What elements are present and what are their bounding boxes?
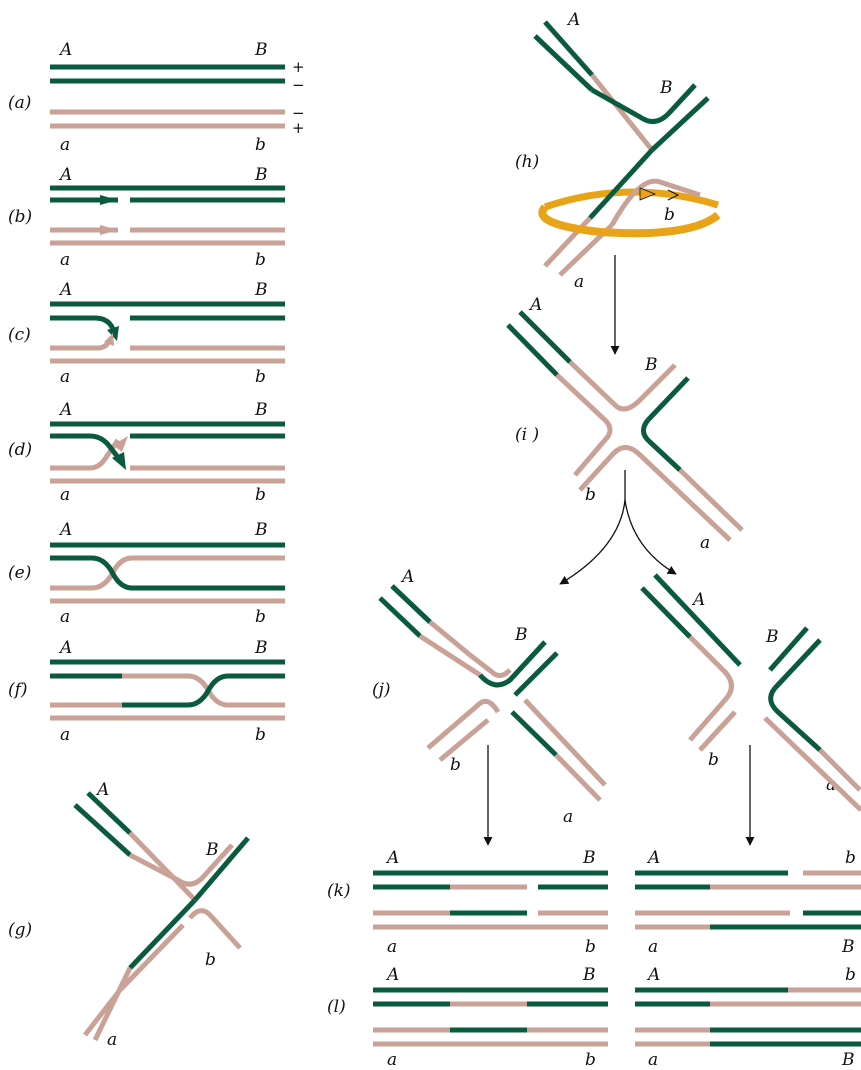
panel-label-i: (i ) bbox=[515, 425, 539, 445]
label-A: A bbox=[528, 295, 542, 315]
label-A: A bbox=[58, 638, 72, 658]
label-a: a bbox=[60, 367, 70, 387]
label-B: B bbox=[254, 280, 268, 300]
panel-label-e: (e) bbox=[8, 563, 31, 583]
panel-l-left: (l) A B a b bbox=[327, 965, 608, 1070]
label-B: B bbox=[644, 355, 658, 375]
label-a: a bbox=[60, 725, 70, 745]
label-b: b bbox=[255, 250, 266, 270]
label-a: a bbox=[387, 937, 397, 957]
label-A: A bbox=[566, 10, 580, 30]
panel-label-j: (j) bbox=[372, 680, 391, 700]
label-b: b bbox=[585, 1050, 596, 1070]
label-a: a bbox=[107, 1030, 117, 1050]
label-A: A bbox=[58, 520, 72, 540]
label-b: b bbox=[255, 367, 266, 387]
label-A: A bbox=[58, 40, 72, 60]
panel-b: (b) A B a b bbox=[8, 165, 285, 270]
label-b: b bbox=[255, 607, 266, 627]
nick-arrow-icon bbox=[100, 195, 118, 205]
label-b: b bbox=[585, 485, 596, 505]
label-a: a bbox=[60, 250, 70, 270]
panel-c: (c) A B a b bbox=[8, 280, 285, 387]
label-a: a bbox=[387, 1050, 397, 1070]
label-A: A bbox=[95, 780, 109, 800]
label-A: A bbox=[385, 848, 399, 868]
label-a: a bbox=[60, 485, 70, 505]
label-A: A bbox=[58, 400, 72, 420]
panel-e: (e) A B a b bbox=[8, 520, 285, 627]
label-b: b bbox=[255, 485, 266, 505]
label-A: A bbox=[400, 567, 414, 587]
step-arrow bbox=[559, 470, 626, 585]
panel-k-left: (k) A B a b bbox=[327, 848, 608, 957]
label-a: a bbox=[826, 775, 836, 795]
label-A: A bbox=[58, 165, 72, 185]
panel-label-l: (l) bbox=[327, 997, 346, 1017]
nick-arrow-icon bbox=[100, 225, 118, 235]
panel-a: (a) A B a b + − − + bbox=[8, 40, 305, 155]
panel-label-a: (a) bbox=[8, 93, 31, 113]
rotation-arrow-icon bbox=[639, 187, 657, 201]
label-b: b bbox=[845, 848, 856, 868]
label-B: B bbox=[254, 400, 268, 420]
strand-sign-minus: − bbox=[292, 104, 305, 122]
label-b: b bbox=[255, 725, 266, 745]
label-B: B bbox=[765, 627, 779, 647]
label-b: b bbox=[664, 205, 675, 225]
panel-l-right: A b a B bbox=[635, 965, 861, 1070]
panel-g: (g) A B b a bbox=[8, 780, 250, 1050]
panel-label-c: (c) bbox=[8, 325, 31, 345]
panel-d: (d) A B a b bbox=[8, 400, 285, 505]
label-B: B bbox=[254, 638, 268, 658]
panel-label-h: (h) bbox=[515, 152, 539, 172]
panel-f: (f) A B a b bbox=[8, 638, 285, 745]
label-b: b bbox=[585, 937, 596, 957]
strand-sign-minus: − bbox=[292, 76, 305, 94]
label-A: A bbox=[58, 280, 72, 300]
strand-sign-plus: + bbox=[292, 119, 305, 137]
panel-i: (i ) A B b a bbox=[506, 295, 744, 553]
panel-j-left: (j) A B b a bbox=[372, 567, 607, 827]
label-B: B bbox=[841, 1050, 855, 1070]
panel-label-b: (b) bbox=[8, 207, 32, 227]
rotation-ring bbox=[543, 188, 720, 211]
label-B: B bbox=[254, 165, 268, 185]
panel-k-right: A b a B bbox=[635, 848, 861, 957]
label-a: a bbox=[60, 607, 70, 627]
panel-label-d: (d) bbox=[8, 440, 32, 460]
label-a: a bbox=[574, 272, 584, 292]
label-B: B bbox=[205, 840, 219, 860]
label-B: B bbox=[254, 520, 268, 540]
panel-label-k: (k) bbox=[327, 881, 351, 901]
panel-label-f: (f) bbox=[8, 680, 28, 700]
label-A: A bbox=[691, 590, 705, 610]
label-a: a bbox=[648, 1050, 658, 1070]
panel-h: (h) A B b a bbox=[515, 10, 721, 292]
label-a: a bbox=[648, 937, 658, 957]
label-B: B bbox=[254, 40, 268, 60]
label-b: b bbox=[845, 965, 856, 985]
label-A: A bbox=[385, 965, 399, 985]
label-a: a bbox=[700, 533, 710, 553]
label-b: b bbox=[205, 950, 216, 970]
label-B: B bbox=[659, 78, 673, 98]
label-a: a bbox=[563, 807, 573, 827]
label-b: b bbox=[708, 750, 719, 770]
panel-j-right: A B b a bbox=[640, 573, 861, 812]
label-a: a bbox=[60, 135, 70, 155]
label-b: b bbox=[450, 755, 461, 775]
label-B: B bbox=[841, 937, 855, 957]
label-b: b bbox=[255, 135, 266, 155]
label-B: B bbox=[514, 625, 528, 645]
strand-sign-plus: + bbox=[292, 58, 305, 76]
panel-label-g: (g) bbox=[8, 920, 32, 940]
label-A: A bbox=[646, 848, 660, 868]
label-B: B bbox=[582, 965, 596, 985]
label-A: A bbox=[646, 965, 660, 985]
step-arrow bbox=[624, 499, 677, 575]
label-B: B bbox=[582, 848, 596, 868]
